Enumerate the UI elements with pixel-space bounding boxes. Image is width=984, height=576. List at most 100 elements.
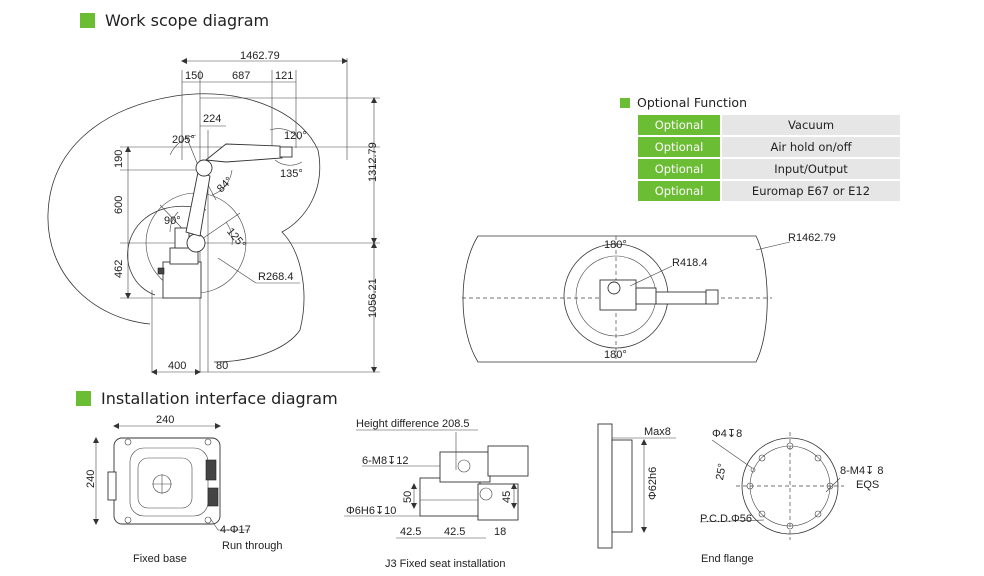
flange-plate (597, 423, 613, 549)
base-cavity (137, 457, 193, 509)
end-flange-side: Max8 Φ62h6 (597, 423, 676, 549)
dim-400: 400 (168, 360, 186, 372)
dim-radius-inner: R268.4 (258, 271, 293, 283)
base-connector (207, 487, 219, 507)
angle-arc (274, 159, 303, 166)
j3-dim-50: 50 (402, 491, 414, 503)
robot-base (162, 261, 202, 299)
angle-arc (225, 221, 233, 246)
optional-row: Optional Air hold on/off (638, 137, 900, 157)
robot-j3-joint (195, 159, 213, 177)
dim-150: 150 (185, 70, 203, 82)
dim-600: 600 (113, 196, 125, 214)
optional-value: Euromap E67 or E12 (722, 181, 900, 201)
installation-title-text: Installation interface diagram (101, 389, 338, 408)
dim-height-total: 1312.79 (367, 142, 379, 182)
j3-seat-drawing: Height difference 208.5 6-M8↧12 Φ6H6↧10 … (344, 418, 529, 570)
j3-dim-42b: 42.5 (444, 526, 465, 538)
angle-arc (269, 128, 301, 141)
flange-thread: 8-M4↧ 8 (840, 465, 883, 477)
j3-height-diff: Height difference 208.5 (356, 418, 470, 430)
top-radius-outer: R1462.79 (788, 232, 836, 244)
end-flange-front: Φ4↧8 25° 8-M4↧ 8 EQS P.C.D.Φ56 End flang… (699, 428, 883, 565)
green-square-icon (80, 13, 95, 28)
optional-row: Optional Input/Output (638, 159, 900, 179)
flange-eqs: EQS (856, 479, 879, 491)
j3-motor-housing (439, 451, 491, 483)
optional-tag: Optional (638, 115, 720, 135)
installation-title: Installation interface diagram (76, 389, 338, 408)
angle-135: 135° (280, 168, 303, 180)
flange-pin-hole: Φ4↧8 (712, 428, 742, 440)
flange-max: Max8 (644, 426, 671, 438)
optional-row: Optional Vacuum (638, 115, 900, 135)
robot-upper-link (185, 171, 211, 237)
base-width: 240 (156, 414, 174, 426)
flange-caption: End flange (701, 553, 754, 565)
base-side-tab (107, 471, 117, 501)
work-scope-title-text: Work scope diagram (105, 11, 270, 30)
work-envelope-outer (47, 93, 321, 363)
top-radius-inner: R418.4 (672, 257, 707, 269)
base-inner (129, 447, 209, 517)
top-envelope-outer (462, 235, 768, 363)
optional-tag: Optional (638, 137, 720, 157)
top-robot-base (599, 279, 637, 311)
optional-value: Vacuum (722, 115, 900, 135)
base-holes-note: Run through (222, 540, 283, 552)
top-angle-top: 180° (604, 239, 627, 251)
green-square-icon (76, 391, 91, 406)
base-connector (205, 459, 217, 481)
j3-seat-block (419, 477, 481, 517)
j3-pin: Φ6H6↧10 (346, 505, 396, 517)
j3-thread: 6-M8↧12 (362, 455, 409, 467)
dim-height-lower: 1056.21 (367, 278, 379, 318)
angle-205: 205° (172, 134, 195, 146)
dim-462: 462 (113, 260, 125, 278)
optional-row: Optional Euromap E67 or E12 (638, 181, 900, 201)
top-angle-bottom: 180° (604, 349, 627, 361)
robot-wrist (279, 146, 293, 158)
optional-value: Air hold on/off (722, 137, 900, 157)
j3-motor (487, 445, 529, 477)
j3-dim-45: 45 (501, 491, 513, 503)
base-height: 240 (85, 470, 97, 488)
j3-caption: J3 Fixed seat installation (385, 558, 505, 570)
top-robot-wrist (705, 289, 719, 305)
top-robot-joint (607, 281, 621, 295)
flange-spigot (611, 439, 633, 533)
flange-diameter: Φ62h6 (647, 467, 659, 500)
optional-tag: Optional (638, 159, 720, 179)
flange-pcd-circle (749, 445, 831, 527)
base-holes: 4-Φ17 (220, 524, 251, 536)
angle-arc (211, 169, 233, 196)
top-view: R418.4 R1462.79 180° 180° (462, 232, 836, 363)
dim-121: 121 (275, 70, 293, 82)
fixed-base-drawing: 240 240 4-Φ17 Run through Fixed base (85, 414, 283, 565)
top-robot-link (635, 287, 657, 305)
base-caption: Fixed base (133, 553, 187, 565)
flange-angle: 25° (714, 463, 729, 481)
optional-function-table: Optional Vacuum Optional Air hold on/off… (638, 113, 900, 203)
dim-190: 190 (113, 150, 125, 168)
dim-80: 80 (216, 360, 228, 372)
robot-j2-joint (186, 233, 206, 253)
optional-function-title-text: Optional Function (637, 95, 747, 110)
angle-120: 120° (284, 130, 307, 142)
green-square-icon (620, 97, 630, 108)
flange-pcd: P.C.D.Φ56 (700, 513, 752, 525)
dim-224: 224 (203, 113, 221, 125)
optional-function-title: Optional Function (620, 95, 747, 110)
side-view: 1462.79 150 687 121 224 205° 120° 135° 8… (47, 50, 380, 375)
dim-687: 687 (232, 70, 250, 82)
optional-value: Input/Output (722, 159, 900, 179)
j3-dim-18: 18 (494, 526, 506, 538)
work-scope-title: Work scope diagram (80, 11, 269, 30)
angle-arc (169, 134, 197, 156)
top-robot-forearm (655, 291, 707, 305)
angle-arc (169, 211, 179, 233)
j3-dim-42a: 42.5 (400, 526, 421, 538)
angle-90: 90° (164, 215, 181, 227)
optional-tag: Optional (638, 181, 720, 201)
